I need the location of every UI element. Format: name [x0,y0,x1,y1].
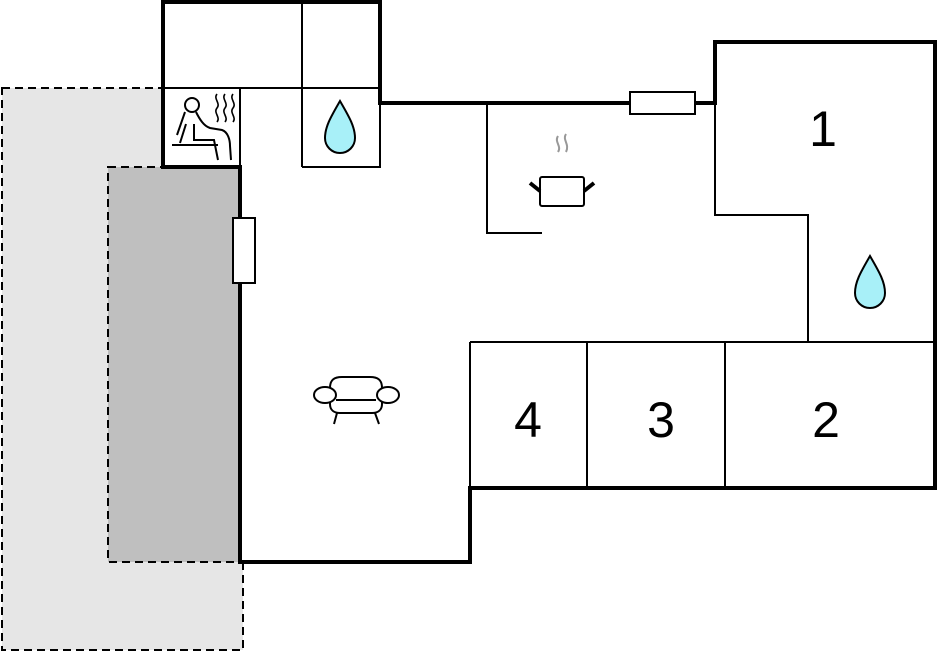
sofa-icon [313,376,400,425]
room-3-label: 3 [647,392,675,448]
interior-fill [163,2,935,562]
cooking-pot-icon [528,133,596,207]
room-1-label: 1 [809,101,837,157]
window-left [232,217,256,284]
interior-walls [163,2,935,488]
window-top [629,91,696,115]
water-drop-icon [853,253,887,309]
water-drop-icon [323,98,357,154]
sauna-icon [172,93,235,161]
room-4-label: 4 [514,392,542,448]
covered-terrace-area [107,166,241,563]
exterior-walls [161,0,937,564]
room-2-label: 2 [812,392,840,448]
